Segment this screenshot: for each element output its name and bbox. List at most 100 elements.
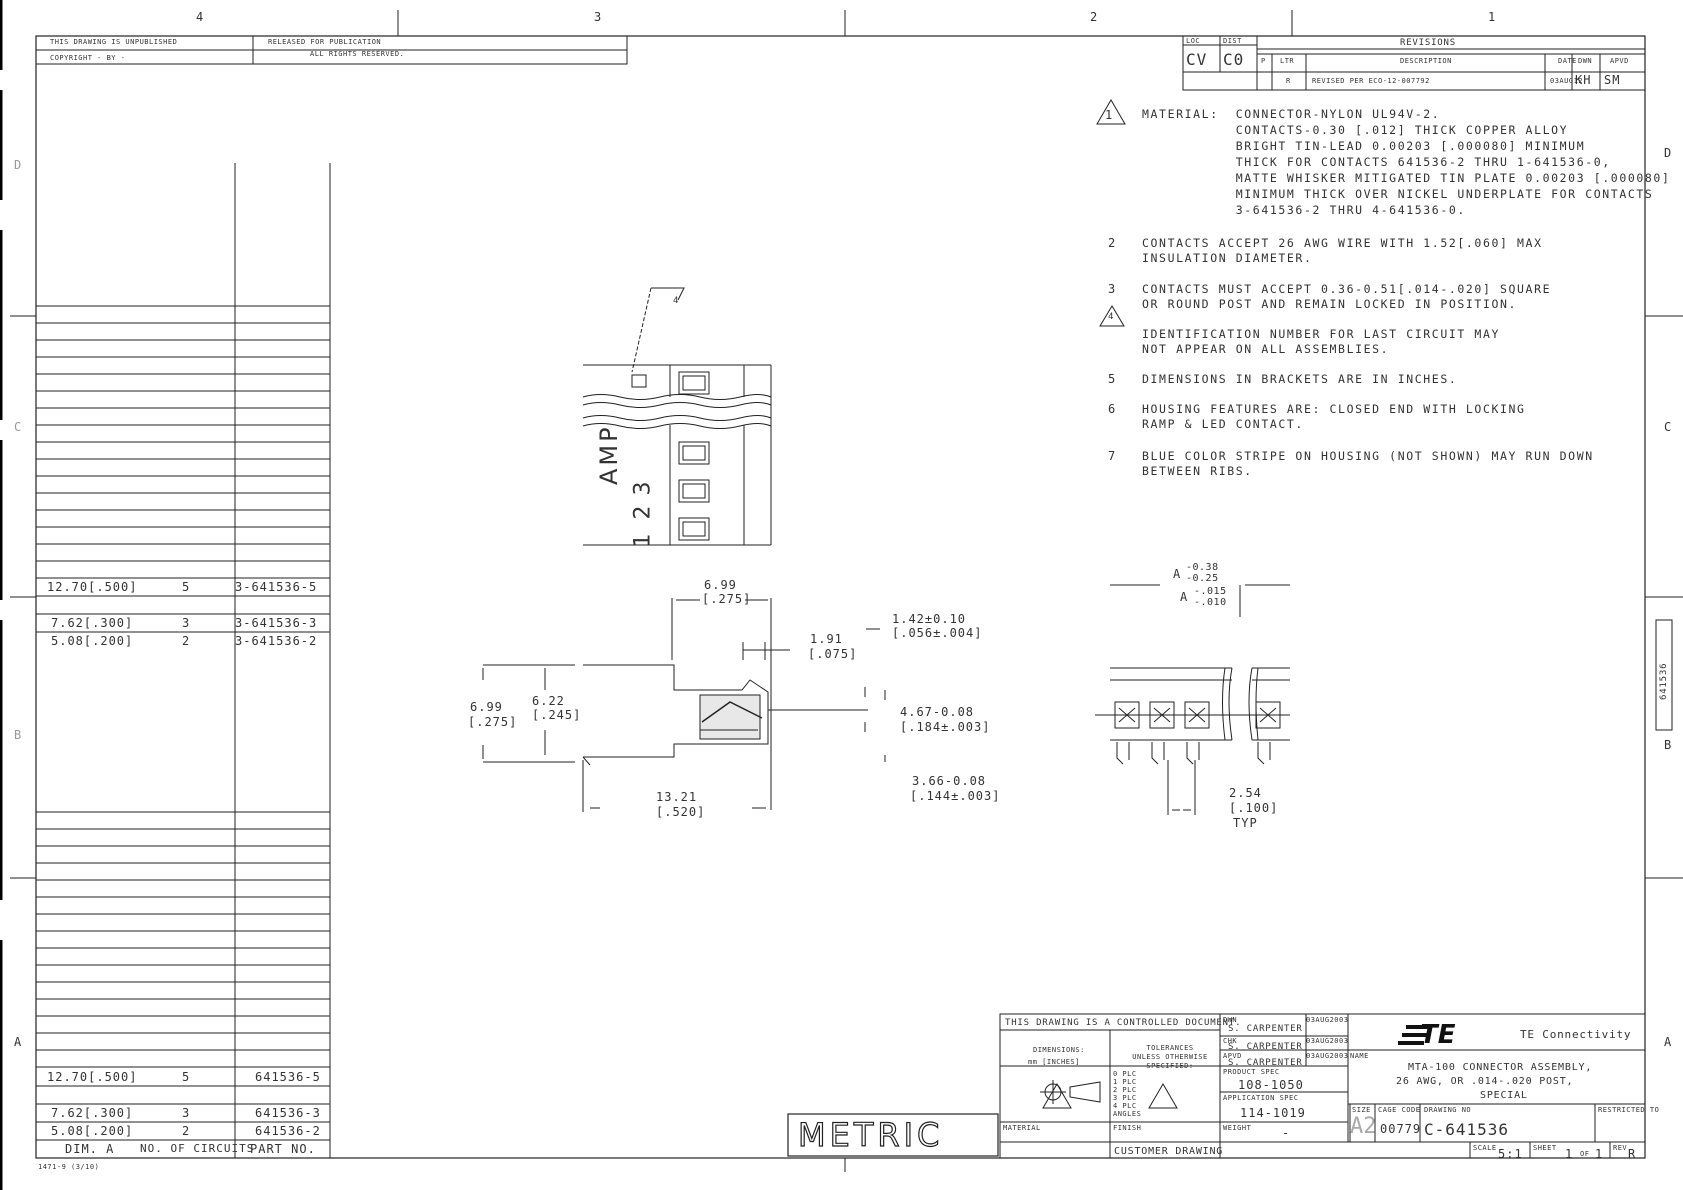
sheet-label: SHEET bbox=[1533, 1144, 1557, 1152]
dim-a-value: 7.62[.300] bbox=[51, 1106, 134, 1120]
note-1-line-2: CONTACTS-0.30 [.012] THICK COPPER ALLOY bbox=[1142, 123, 1569, 137]
table-row: 12.70[.500] 5 3-641536-5 bbox=[37, 580, 330, 596]
note-5-number: 5 bbox=[1108, 372, 1116, 386]
dim-a-inch: A bbox=[1180, 590, 1189, 604]
note-1-line-6: MINIMUM THICK OVER NICKEL UNDERPLATE FOR… bbox=[1142, 187, 1654, 201]
circuits-value: 3 bbox=[182, 616, 191, 630]
rev-header-apvd: APVD bbox=[1610, 57, 1629, 65]
dwn-name: S. CARPENTER bbox=[1228, 1024, 1303, 1034]
dim-3-66-in: [.144±.003] bbox=[910, 789, 1001, 803]
zone-col-4: 4 bbox=[196, 10, 205, 24]
dwn-label: DWN bbox=[1223, 1016, 1238, 1024]
zone-row-b-left: B bbox=[14, 728, 23, 742]
chk-name: S. CARPENTER bbox=[1228, 1042, 1303, 1052]
zone-row-b: B bbox=[1664, 738, 1673, 752]
cage-code-label: CAGE CODE bbox=[1378, 1106, 1421, 1114]
dim-a-metric: A bbox=[1173, 567, 1182, 581]
zone-col-2: 2 bbox=[1090, 10, 1099, 24]
note-4-number: 4 bbox=[1108, 312, 1114, 322]
title-block bbox=[787, 1013, 1646, 1159]
tol-4-plc: 4 PLC bbox=[1113, 1102, 1137, 1110]
dim-6-99-height: 6.99 bbox=[470, 700, 503, 714]
part-number: 3-641536-5 bbox=[235, 580, 318, 594]
circuit-number-3: 3 bbox=[630, 481, 656, 496]
dim-6-99-height-in: [.275] bbox=[468, 715, 518, 729]
note-1-line-1: MATERIAL: CONNECTOR-NYLON UL94V-2. bbox=[1142, 107, 1441, 121]
finish-label: FINISH bbox=[1113, 1124, 1142, 1132]
note-2-number: 2 bbox=[1108, 236, 1116, 250]
rev-header-date: DATE bbox=[1558, 57, 1577, 65]
cage-code: 00779 bbox=[1380, 1122, 1422, 1136]
housing-top-view bbox=[582, 287, 772, 546]
title-line-3: SPECIAL bbox=[1480, 1090, 1528, 1101]
header-dim-a: DIM. A bbox=[65, 1142, 115, 1156]
contact-leg bbox=[1186, 742, 1200, 765]
side-drawing-number: 641536 bbox=[1659, 662, 1669, 700]
part-number: 641536-3 bbox=[255, 1106, 321, 1120]
note-1-line-4: THICK FOR CONTACTS 641536-2 THRU 1-64153… bbox=[1142, 155, 1611, 169]
note-7-line-1: BLUE COLOR STRIPE ON HOUSING (NOT SHOWN)… bbox=[1142, 449, 1594, 463]
scale-label: SCALE bbox=[1473, 1144, 1497, 1152]
rev-label: REV bbox=[1613, 1144, 1628, 1152]
table-row: 5.08[.200] 2 641536-2 bbox=[37, 1124, 330, 1140]
zone-row-c-left: C bbox=[14, 420, 23, 434]
unpublished-label: THIS DRAWING IS UNPUBLISHED bbox=[50, 38, 178, 46]
dim-1-42-in: [.056±.004] bbox=[892, 626, 983, 640]
apvd-date: 03AUG2003 bbox=[1306, 1052, 1349, 1060]
note-1-number: 1 bbox=[1105, 108, 1113, 122]
note-2-line-1: CONTACTS ACCEPT 26 AWG WIRE WITH 1.52[.0… bbox=[1142, 236, 1543, 250]
company-name: TE Connectivity bbox=[1520, 1028, 1632, 1041]
rev-header-dwn: DWN bbox=[1578, 57, 1593, 65]
zone-row-c: C bbox=[1664, 420, 1673, 434]
revisions-title: REVISIONS bbox=[1400, 38, 1456, 48]
dim-4-67: 4.67-0.08 bbox=[900, 705, 975, 719]
dim-13-21-in: [.520] bbox=[656, 805, 706, 819]
dim-a-metric-tol-hi: -0.38 bbox=[1186, 562, 1219, 573]
dimensions-label: DIMENSIONS: bbox=[1033, 1046, 1085, 1054]
part-number: 3-641536-3 bbox=[235, 616, 318, 630]
rev-value: R bbox=[1628, 1147, 1637, 1161]
rev-dist-label: DIST bbox=[1223, 37, 1242, 45]
material-label: MATERIAL bbox=[1003, 1124, 1041, 1132]
tolerances-label: TOLERANCES UNLESS OTHERWISE SPECIFIED: bbox=[1132, 1044, 1208, 1070]
size-label: SIZE bbox=[1352, 1106, 1371, 1114]
te-logo-text: TE bbox=[1420, 1020, 1456, 1050]
rev-ltr: R bbox=[1286, 77, 1291, 85]
dim-a-value: 12.70[.500] bbox=[47, 1070, 138, 1084]
application-spec-label: APPLICATION SPEC bbox=[1223, 1094, 1299, 1102]
delta-note-1 bbox=[1096, 99, 1126, 125]
released-label: RELEASED FOR PUBLICATION bbox=[268, 38, 382, 46]
sheet-number: 1 bbox=[1565, 1147, 1574, 1161]
scale-value: 5:1 bbox=[1498, 1147, 1523, 1161]
dim-pitch-in: [.100] bbox=[1229, 801, 1279, 815]
dim-1-91: 1.91 bbox=[810, 632, 843, 646]
note-3-number: 3 bbox=[1108, 282, 1116, 296]
sheet-of: OF bbox=[1580, 1150, 1590, 1158]
chk-date: 03AUG2003 bbox=[1306, 1037, 1349, 1045]
sheet-total: 1 bbox=[1595, 1147, 1604, 1161]
zone-row-a: A bbox=[1664, 1035, 1673, 1049]
dimensions-value: mm [INCHES] bbox=[1028, 1058, 1080, 1066]
part-number: 3-641536-2 bbox=[235, 634, 318, 648]
note-6-line-2: RAMP & LED CONTACT. bbox=[1142, 417, 1304, 431]
zone-col-1: 1 bbox=[1488, 10, 1497, 24]
circuits-value: 3 bbox=[182, 1106, 191, 1120]
dim-a-value: 7.62[.300] bbox=[51, 616, 134, 630]
dim-13-21: 13.21 bbox=[656, 790, 698, 804]
rev-desc: REVISED PER ECO-12-007792 bbox=[1312, 77, 1430, 85]
header-part-no: PART NO. bbox=[250, 1142, 316, 1156]
tol-2-plc: 2 PLC bbox=[1113, 1086, 1137, 1094]
header-circuits: NO. OF CIRCUITS bbox=[140, 1142, 255, 1155]
tol-3-plc: 3 PLC bbox=[1113, 1094, 1137, 1102]
apvd-name: S. CARPENTER bbox=[1228, 1058, 1303, 1068]
rev-apvd: SM bbox=[1604, 73, 1621, 87]
name-label: NAME bbox=[1350, 1052, 1369, 1060]
note-1-line-3: BRIGHT TIN-LEAD 0.00203 [.000080] MINIMU… bbox=[1142, 139, 1586, 153]
dim-6-22-in: [.245] bbox=[532, 708, 582, 722]
note-6-number: 6 bbox=[1108, 402, 1116, 416]
table-header-row: DIM. A NO. OF CIRCUITS PART NO. bbox=[37, 1142, 330, 1158]
tol-0-plc: 0 PLC bbox=[1113, 1070, 1137, 1078]
circuits-value: 5 bbox=[182, 1070, 191, 1084]
note-6-line-1: HOUSING FEATURES ARE: CLOSED END WITH LO… bbox=[1142, 402, 1526, 416]
